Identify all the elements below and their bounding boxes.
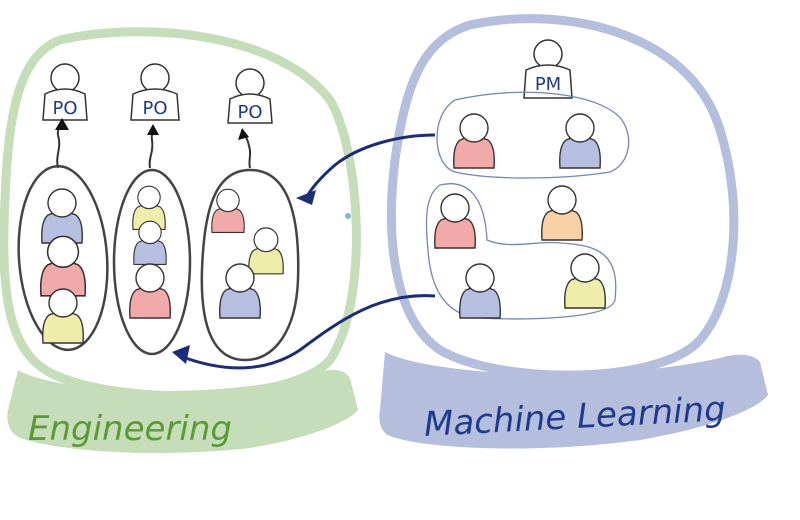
arrowhead-icon bbox=[238, 128, 249, 140]
person-head-icon bbox=[253, 227, 279, 253]
machine-learning-group: Machine Learning PM bbox=[379, 14, 768, 449]
person-body-icon bbox=[130, 88, 180, 121]
team-pod-boundary bbox=[200, 168, 300, 362]
stray-dot bbox=[345, 213, 351, 219]
engineering-team-3 bbox=[200, 168, 300, 362]
person-head-icon bbox=[533, 39, 563, 69]
team-member bbox=[129, 263, 171, 319]
person-body-icon bbox=[42, 88, 88, 121]
ml-group-2 bbox=[425, 183, 617, 320]
arrowhead-icon bbox=[55, 118, 69, 130]
arrowhead-icon bbox=[172, 345, 190, 364]
person-head-icon bbox=[216, 188, 240, 213]
person-head-icon bbox=[135, 263, 165, 293]
person-head-icon bbox=[140, 63, 170, 93]
ml-standalone-person bbox=[541, 185, 583, 241]
team-member bbox=[42, 288, 84, 344]
person-head-icon bbox=[137, 185, 161, 210]
pm-label: PM bbox=[535, 74, 561, 95]
po-label: PO bbox=[237, 102, 262, 123]
person-head-icon bbox=[46, 235, 80, 268]
person-head-icon bbox=[138, 220, 162, 245]
person-head-icon bbox=[565, 113, 595, 143]
machine-learning-boundary bbox=[387, 14, 739, 380]
engineering-team-2 bbox=[112, 168, 192, 356]
person-head-icon bbox=[225, 263, 255, 293]
team-member bbox=[133, 220, 167, 265]
product-manager: PM bbox=[523, 39, 573, 99]
ml-group-boundary bbox=[425, 183, 617, 320]
engineering-banner bbox=[7, 370, 358, 453]
arrowhead-icon bbox=[147, 124, 159, 135]
po-label: PO bbox=[52, 98, 77, 119]
machine-learning-banner bbox=[379, 352, 768, 449]
team-pod-boundary bbox=[112, 168, 192, 356]
ml-to-engineering-arrow-1 bbox=[303, 133, 436, 201]
ml-group-1 bbox=[436, 91, 630, 179]
person-head-icon bbox=[235, 68, 265, 98]
product-owner-3: PO bbox=[227, 68, 273, 124]
person-head-icon bbox=[47, 188, 77, 218]
team-member bbox=[453, 113, 495, 169]
team-member bbox=[39, 235, 87, 297]
team-member bbox=[459, 263, 501, 319]
engineering-team-1 bbox=[17, 164, 109, 352]
team-member bbox=[434, 193, 476, 249]
person-head-icon bbox=[570, 253, 600, 283]
arrowhead-icon bbox=[296, 190, 316, 205]
product-owner-2: PO bbox=[130, 63, 180, 121]
ml-to-engineering-arrow-2 bbox=[179, 294, 436, 370]
engineering-group: Engineering PO PO PO bbox=[0, 27, 361, 453]
person-head-icon bbox=[547, 185, 577, 215]
person-head-icon bbox=[440, 193, 470, 223]
team-pod-boundary bbox=[17, 164, 109, 352]
team-member bbox=[559, 113, 601, 169]
team-member bbox=[564, 253, 606, 309]
team-to-po-arrow-3 bbox=[243, 132, 252, 169]
ml-group-boundary bbox=[436, 91, 630, 179]
engineering-banner-label: Engineering bbox=[28, 409, 232, 449]
product-owner-1: PO bbox=[42, 63, 88, 121]
person-head-icon bbox=[48, 288, 78, 318]
person-head-icon bbox=[465, 263, 495, 293]
person-head-icon bbox=[459, 113, 489, 143]
team-member bbox=[219, 263, 261, 319]
person-head-icon bbox=[50, 63, 80, 93]
po-label: PO bbox=[142, 98, 167, 119]
person-body-icon bbox=[227, 93, 273, 124]
team-member bbox=[541, 185, 583, 241]
team-member bbox=[41, 188, 83, 244]
team-member bbox=[211, 188, 245, 233]
person-body-icon bbox=[523, 64, 573, 99]
team-member bbox=[248, 227, 284, 275]
